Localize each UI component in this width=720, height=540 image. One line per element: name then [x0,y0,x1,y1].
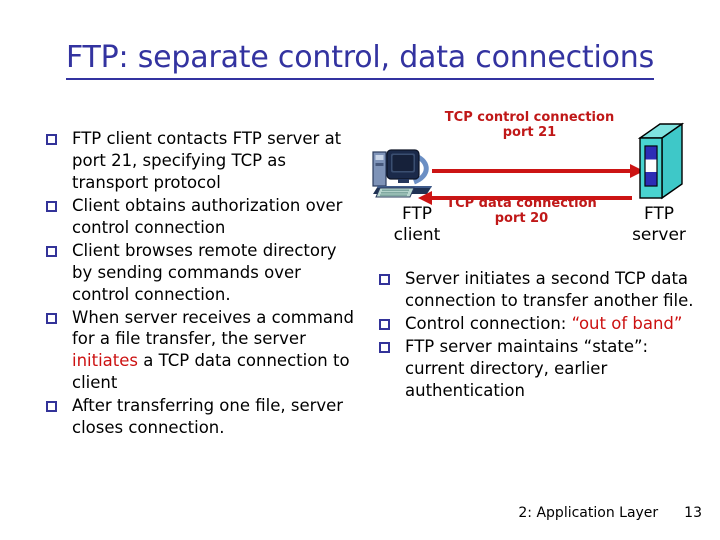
ftp-server-label: FTP server [632,204,686,246]
square-bullet-icon [379,318,390,330]
page-title: FTP: separate control, data connections [0,40,720,80]
bullet-text-post: a TCP data connection to client [72,351,350,393]
right-bullet-list: Server initiates a second TCP data conne… [375,268,705,403]
data-connection-arrow-line [430,196,632,200]
bullet-text: FTP server maintains “state”: current di… [405,336,649,400]
list-item: Server initiates a second TCP data conne… [375,268,705,312]
bullet-text-highlight: initiates [72,351,139,371]
bullet-text: FTP client contacts FTP server at port 2… [72,129,342,192]
bullet-text: Client obtains authorization over contro… [72,195,343,237]
bullet-text-highlight: “out of band” [571,313,683,333]
list-item: When server receives a command for a fil… [42,307,354,395]
desktop-computer-icon [370,142,436,200]
list-item: Client obtains authorization over contro… [42,195,354,239]
ftp-client-label: FTP client [393,204,441,246]
list-item: Control connection: “out of band” [375,313,705,335]
square-bullet-icon [46,401,57,413]
ftp-connection-diagram: TCP control connection port 21 TCP data … [362,104,714,259]
bullet-text: After transferring one file, server clos… [72,396,344,438]
bullet-text: Server initiates a second TCP data conne… [405,269,694,310]
bullet-text-pre: When server receives a command for a fil… [72,307,354,349]
square-bullet-icon [379,274,390,285]
square-bullet-icon [46,312,57,324]
square-bullet-icon [379,341,390,353]
square-bullet-icon [46,134,57,145]
control-connection-label: TCP control connection port 21 [444,110,615,141]
bullet-text: Client browses remote directory by sendi… [72,240,337,304]
list-item: FTP server maintains “state”: current di… [375,336,705,402]
bullet-text-pre: Control connection: [405,313,572,333]
server-tower-icon [634,122,692,206]
footer-chapter-label: 2: Application Layer [518,505,659,521]
slide-footer: 2: Application Layer 13 [0,505,720,521]
left-bullet-list: FTP client contacts FTP server at port 2… [42,128,354,440]
list-item: FTP client contacts FTP server at port 2… [42,128,354,194]
control-connection-arrow-line [432,169,632,173]
page-title-text: FTP: separate control, data connections [65,40,654,80]
arrow-head-left-icon [418,191,432,205]
square-bullet-icon [46,245,57,257]
data-connection-label: TCP data connection port 20 [446,196,597,227]
square-bullet-icon [46,200,57,212]
footer-page-number: 13 [684,505,702,521]
list-item: After transferring one file, server clos… [42,395,354,439]
list-item: Client browses remote directory by sendi… [42,240,354,306]
